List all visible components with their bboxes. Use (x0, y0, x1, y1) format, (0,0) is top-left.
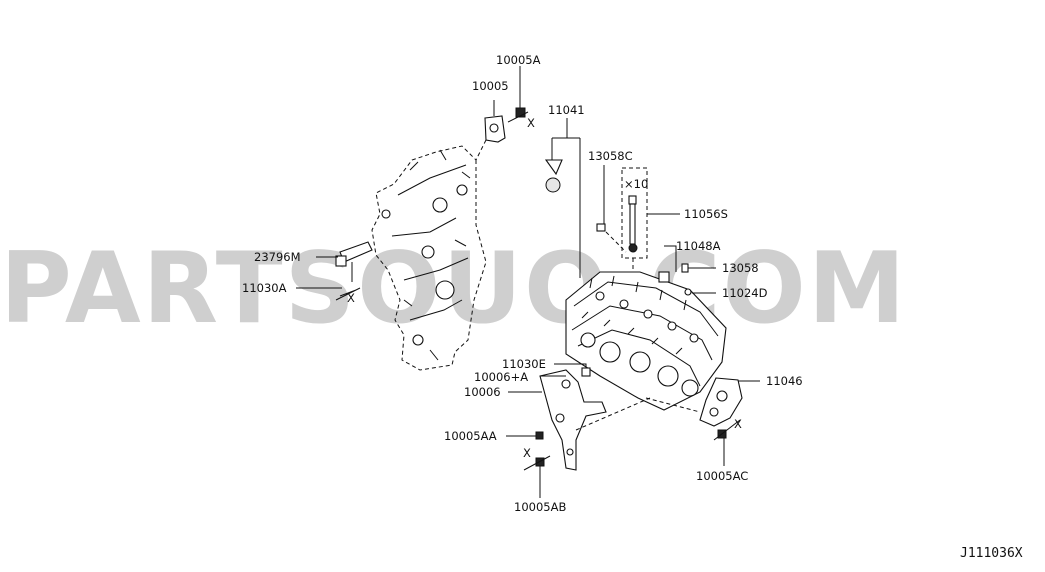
label-23796M[interactable]: 23796M (254, 250, 301, 264)
gasket-11041-part[interactable] (544, 159, 563, 193)
timing-cover-part[interactable] (371, 145, 487, 371)
bolt-10005AA-part[interactable] (506, 431, 544, 440)
omit-mark-10005AB: X (523, 446, 531, 460)
label-11046[interactable]: 11046 (766, 374, 803, 388)
cylinder-head-part[interactable] (565, 271, 727, 411)
bolt-10005AC-part[interactable] (713, 419, 741, 466)
leader-11041 (551, 118, 581, 278)
label-11048A[interactable]: 11048A (676, 239, 721, 253)
label-11024D[interactable]: 11024D (722, 286, 768, 300)
label-x10: ×10 (624, 177, 648, 191)
label-10005[interactable]: 10005 (472, 79, 509, 93)
label-10005AB[interactable]: 10005AB (514, 500, 566, 514)
label-11030A[interactable]: 11030A (242, 281, 287, 295)
bracket-10005-part[interactable] (484, 100, 506, 143)
bracket-10006-part[interactable] (539, 369, 651, 471)
label-10006A[interactable]: 10006+A (474, 370, 528, 384)
diagram-code: J111036X (960, 546, 1023, 561)
bracket-11046-part[interactable] (645, 377, 760, 427)
label-10005A[interactable]: 10005A (496, 53, 541, 67)
plug-13058C-part[interactable] (596, 165, 627, 253)
label-10005AA[interactable]: 10005AA (444, 429, 497, 443)
label-10006[interactable]: 10006 (464, 385, 501, 399)
bolt-10005AB-part[interactable] (523, 455, 551, 498)
stud-11024D-part[interactable] (684, 288, 716, 296)
label-13058C[interactable]: 13058C (588, 149, 633, 163)
omit-mark-10005A: X (527, 116, 535, 130)
plug-13058-part[interactable] (681, 263, 716, 273)
label-11056S[interactable]: 11056S (684, 207, 728, 221)
cap-11048A-part[interactable] (658, 245, 677, 283)
dowel-11030A-part[interactable] (296, 287, 361, 301)
label-10005AC[interactable]: 10005AC (696, 469, 748, 483)
bolt-10005A-part[interactable] (507, 66, 529, 123)
omit-mark-11030A: X (347, 291, 355, 305)
omit-mark-10005AC: X (734, 417, 742, 431)
label-11041[interactable]: 11041 (548, 103, 585, 117)
sensor-23796M-part[interactable] (316, 241, 373, 282)
label-11030E[interactable]: 11030E (502, 357, 546, 371)
label-13058[interactable]: 13058 (722, 261, 759, 275)
dowel-11030E-part[interactable] (554, 363, 591, 377)
